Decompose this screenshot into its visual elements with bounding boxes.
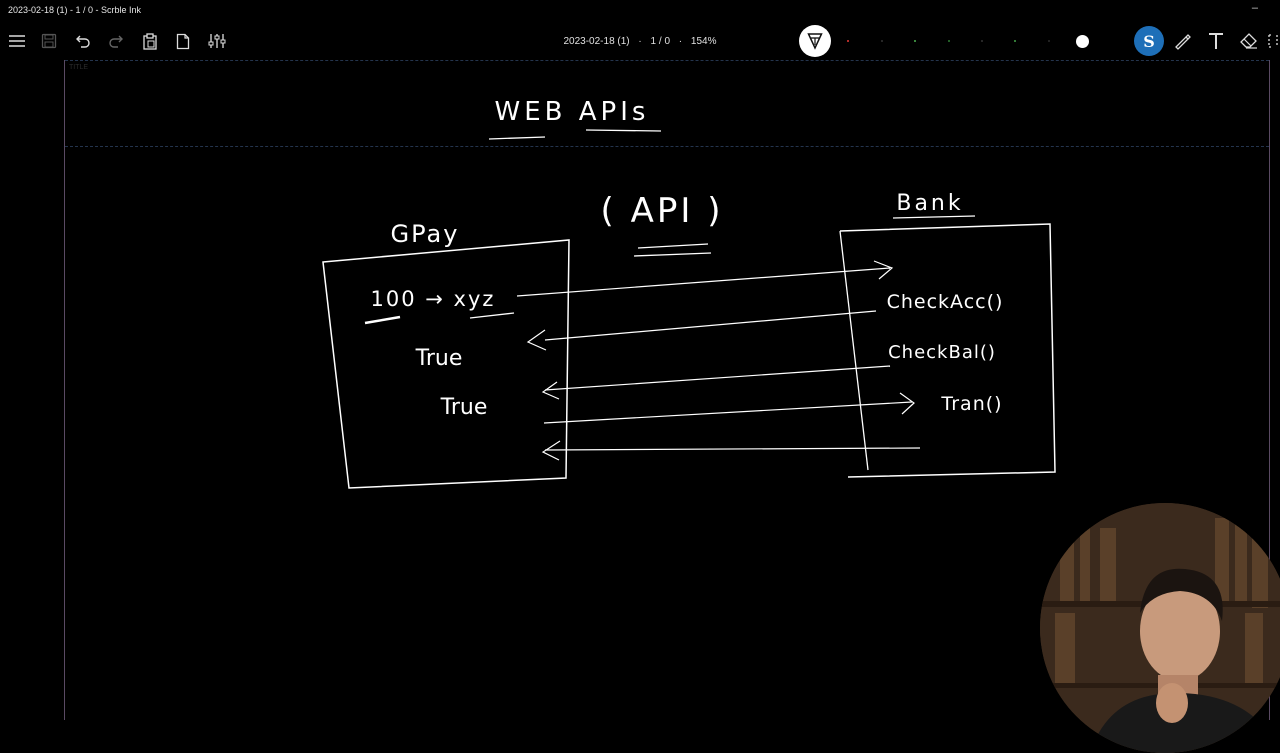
- zoom-level[interactable]: 154%: [690, 36, 717, 47]
- title-zone-label: TITLE: [69, 64, 89, 71]
- minimize-button[interactable]: –: [1251, 2, 1258, 14]
- document-info: 2023-02-18 (1) · 1 / 0 · 154%: [0, 36, 1280, 47]
- menu-icon[interactable]: [6, 30, 28, 52]
- pen-nib-icon: [807, 33, 823, 50]
- arrow-from-checkbal: [544, 365, 891, 391]
- color-swatch-red[interactable]: [847, 40, 849, 42]
- heading-underline: [488, 136, 546, 140]
- color-swatch-darkgreen[interactable]: [948, 40, 950, 42]
- amount-underline: [364, 315, 401, 325]
- webcam-overlay: [1040, 503, 1280, 753]
- arrowhead: [873, 260, 894, 280]
- heading-underline: [585, 129, 662, 132]
- check-acc-text: CheckAcc(): [887, 291, 1004, 313]
- arrow-from-checkacc: [544, 310, 877, 341]
- arrowhead: [526, 329, 547, 351]
- bank-label: Bank: [896, 191, 963, 216]
- check-bal-text: CheckBal(): [888, 342, 996, 363]
- window-title: 2023-02-18 (1) - 1 / 0 - Scrble Ink: [8, 5, 142, 15]
- text-tool-icon[interactable]: [1205, 30, 1227, 52]
- handwritten-diagram: WEB APIs ( API ) GPay Bank 100 → xyz Tru…: [322, 97, 1056, 489]
- settings-sliders-icon[interactable]: [206, 30, 228, 52]
- undo-icon[interactable]: [72, 30, 94, 52]
- gpay-label: GPay: [391, 220, 460, 248]
- api-underline: [633, 243, 712, 257]
- arrowhead: [899, 392, 915, 415]
- eraser-icon[interactable]: [1238, 30, 1260, 52]
- recipient-underline: [469, 312, 515, 319]
- toolbar: 2023-02-18 (1) · 1 / 0 · 154% S: [0, 22, 1280, 60]
- tran-text: Tran(): [940, 393, 1002, 415]
- ruler-pencil-icon[interactable]: [1171, 30, 1193, 52]
- page-indicator: 1 / 0: [650, 36, 671, 47]
- amount-text: 100 → xyz: [371, 287, 496, 311]
- title-divider: [65, 146, 1269, 147]
- info-separator: ·: [638, 36, 642, 47]
- color-swatch-dark[interactable]: [881, 40, 883, 42]
- canvas-top-border: [65, 60, 1269, 61]
- document-name: 2023-02-18 (1): [563, 36, 630, 47]
- paste-icon[interactable]: [139, 30, 161, 52]
- pen-tool-button[interactable]: [799, 25, 831, 57]
- request-arrows: [516, 260, 921, 461]
- scribble-mode-button[interactable]: S: [1134, 26, 1164, 56]
- arrow-to-checkacc: [516, 267, 891, 297]
- select-tool-icon[interactable]: [1266, 30, 1280, 52]
- arrowhead: [541, 440, 561, 461]
- presenter-video: [1040, 503, 1280, 753]
- bank-underline: [892, 215, 976, 219]
- color-swatch-green[interactable]: [914, 40, 916, 42]
- api-label: ( API ): [601, 191, 724, 231]
- new-page-icon[interactable]: [172, 30, 194, 52]
- arrowhead: [541, 381, 560, 400]
- color-swatch-dark-2[interactable]: [981, 40, 983, 42]
- color-swatch-green-2[interactable]: [1014, 40, 1016, 42]
- gpay-box: [322, 239, 570, 489]
- arrow-from-tran: [544, 447, 921, 451]
- arrow-to-tran: [543, 401, 913, 424]
- true-text-1: True: [415, 346, 463, 371]
- bank-box-left-edge: [839, 230, 869, 471]
- title-bar: 2023-02-18 (1) - 1 / 0 - Scrble Ink –: [0, 0, 1280, 22]
- heading-text: WEB APIs: [495, 97, 650, 127]
- color-swatch-dark-3[interactable]: [1048, 40, 1050, 42]
- ink-canvas[interactable]: TITLE: [64, 60, 1270, 720]
- scribble-label: S: [1143, 31, 1155, 51]
- save-icon[interactable]: [38, 30, 60, 52]
- bank-box: [839, 223, 1056, 478]
- pen-size-dot[interactable]: [1076, 35, 1089, 48]
- redo-icon[interactable]: [105, 30, 127, 52]
- true-text-2: True: [440, 395, 488, 420]
- info-separator: ·: [678, 36, 683, 47]
